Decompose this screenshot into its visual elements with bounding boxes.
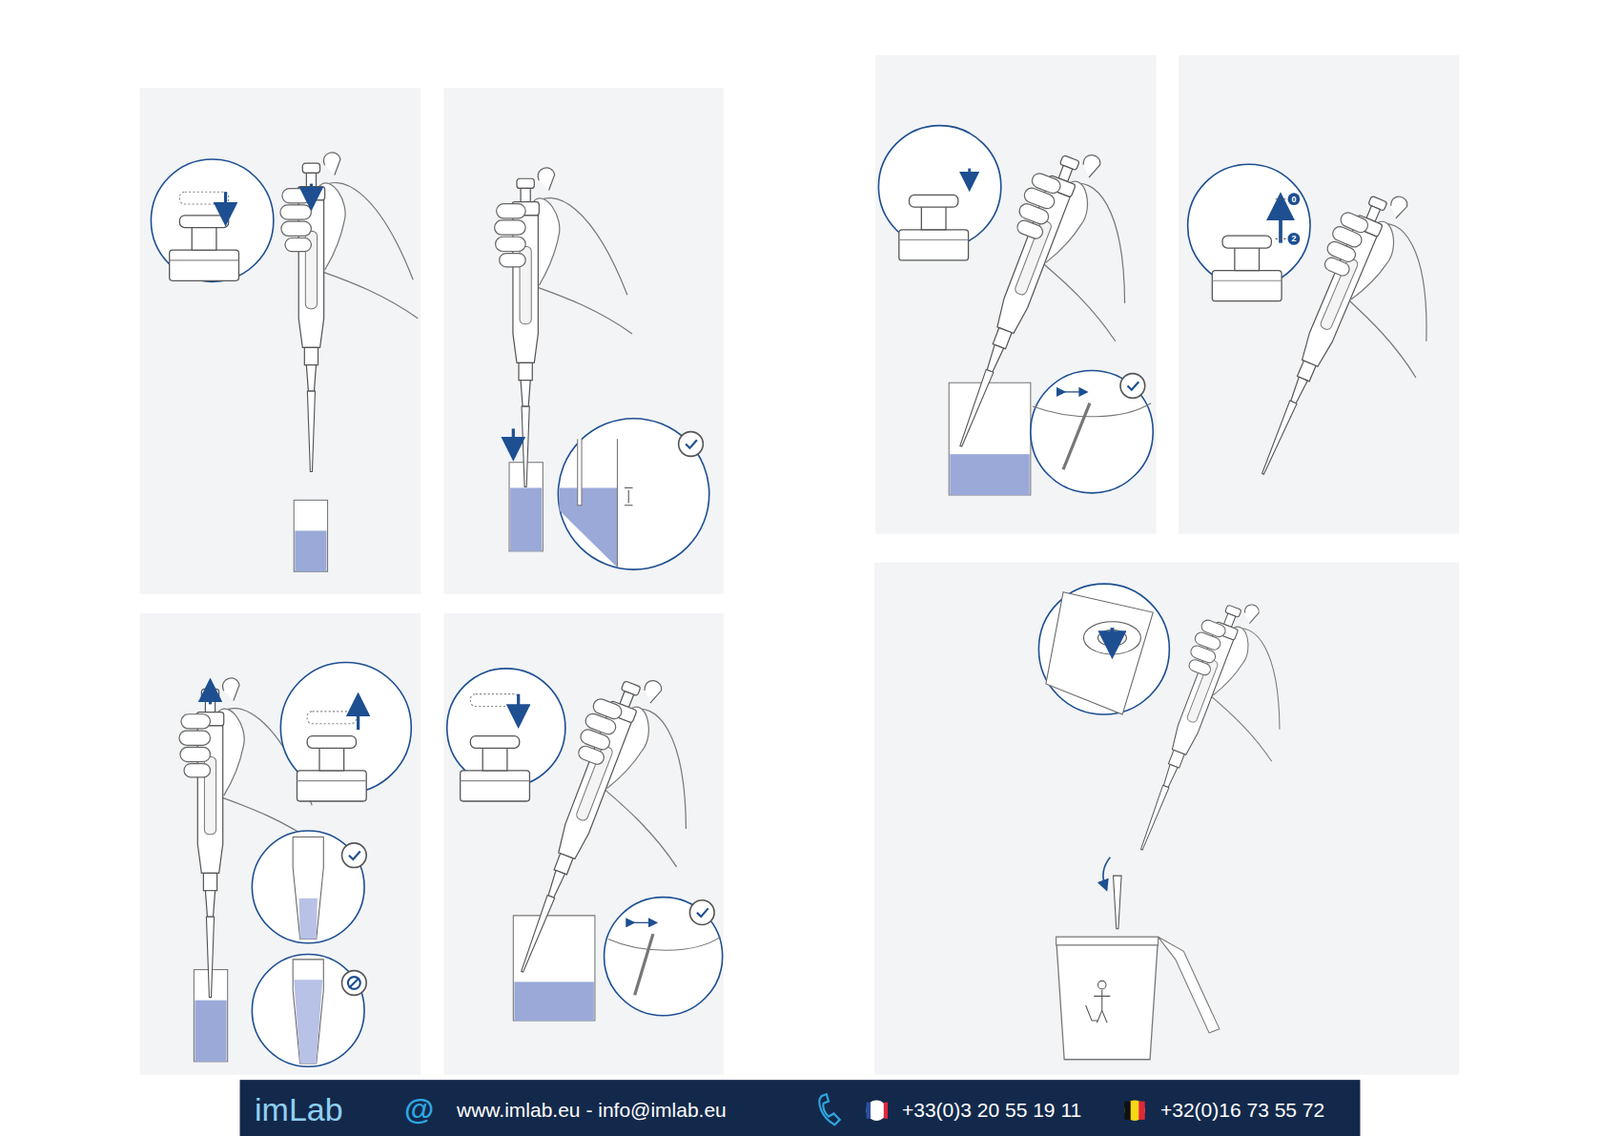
contact-text: www.imlab.eu - info@imlab.eu bbox=[456, 1099, 727, 1120]
position-number: 0 bbox=[1291, 195, 1296, 205]
footer-bar bbox=[240, 1079, 1361, 1136]
phone-number: +32(0)16 73 55 72 bbox=[1160, 1099, 1325, 1120]
brand-logo: imLab bbox=[254, 1092, 344, 1126]
position-number: 2 bbox=[1291, 234, 1296, 244]
phone-number: +33(0)3 20 55 19 11 bbox=[902, 1099, 1082, 1120]
email-icon: @ bbox=[404, 1093, 434, 1125]
